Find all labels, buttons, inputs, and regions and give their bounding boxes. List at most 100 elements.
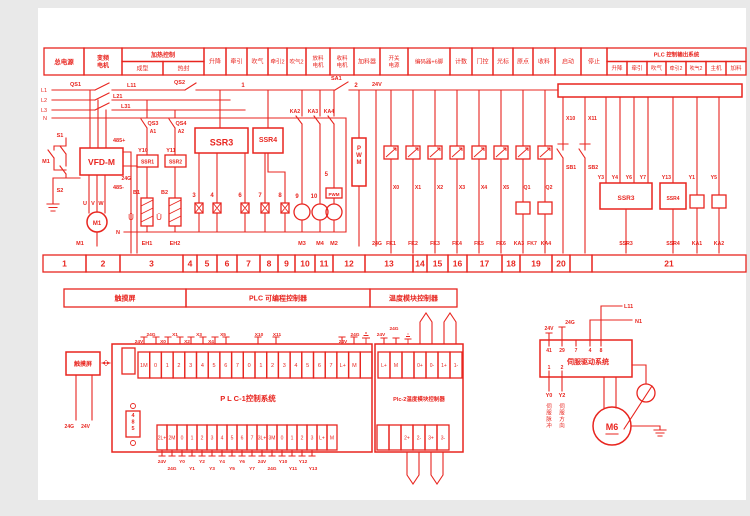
cell-label: 吹气 bbox=[251, 58, 263, 66]
cell-label: 4 bbox=[188, 259, 193, 269]
cell-label: 7 bbox=[251, 435, 254, 441]
cell-label: 门控 bbox=[476, 58, 488, 66]
label: SA1 bbox=[331, 76, 342, 82]
pwm-module bbox=[351, 89, 377, 247]
label: X5 bbox=[503, 185, 509, 191]
cell-label: 6 bbox=[241, 435, 244, 441]
cell-label: 18 bbox=[506, 259, 516, 269]
cell-label: 2 bbox=[177, 363, 180, 369]
label: M1 bbox=[76, 241, 84, 247]
label: N bbox=[116, 230, 120, 236]
cell-label: 1 bbox=[62, 259, 67, 269]
label: 伺服方向 bbox=[559, 402, 565, 430]
label: SSR4 bbox=[666, 241, 680, 247]
cell-label: 温度模块控制器 bbox=[389, 294, 439, 303]
label: Q1 bbox=[524, 185, 531, 191]
label: KA2 bbox=[290, 109, 300, 115]
cell-label: PLC 可编程控制器 bbox=[249, 294, 308, 303]
ssr1-box bbox=[136, 154, 159, 168]
cell-label: 停止 bbox=[588, 58, 600, 66]
cell-label: 1 bbox=[191, 435, 194, 441]
label: Y4 bbox=[612, 175, 618, 181]
label: SSR4 bbox=[666, 196, 679, 202]
cell-label: 3 bbox=[189, 363, 192, 369]
relay-ka4 bbox=[537, 201, 553, 215]
cell-label: 升降 bbox=[611, 64, 623, 72]
plc-bottom-pins bbox=[158, 449, 316, 457]
label: FK3 bbox=[430, 241, 440, 247]
motor-m2 bbox=[325, 203, 343, 221]
label: 10 bbox=[311, 194, 318, 200]
heater-eh2 bbox=[168, 197, 182, 227]
label: FK6 bbox=[496, 241, 506, 247]
label: Y11 bbox=[289, 466, 298, 472]
ssr2-box bbox=[164, 154, 187, 168]
label: L3 bbox=[41, 108, 47, 114]
cell-label: 2M bbox=[169, 435, 176, 441]
pwm-small-box bbox=[325, 187, 343, 199]
label: 485+ bbox=[113, 138, 125, 144]
solenoid-valves bbox=[194, 202, 290, 233]
label: 4 bbox=[589, 348, 592, 354]
cell-label: 4 bbox=[201, 363, 204, 369]
comm-arrow bbox=[102, 360, 110, 366]
label: M6 bbox=[606, 422, 619, 432]
label: X2 bbox=[184, 339, 190, 345]
cell-label: 主机 bbox=[710, 64, 722, 72]
label: Y0 bbox=[546, 393, 553, 399]
switch-contacts bbox=[94, 81, 349, 111]
label: KA1 bbox=[692, 241, 702, 247]
label-char: 伺 bbox=[546, 402, 552, 410]
label: Y6 bbox=[626, 175, 632, 181]
ssr3-box bbox=[194, 127, 249, 154]
label: X0 bbox=[393, 185, 399, 191]
label: 5 bbox=[325, 172, 329, 178]
label: 3 bbox=[192, 193, 196, 199]
label: SSR3 bbox=[210, 138, 234, 148]
label: 8 bbox=[600, 348, 603, 354]
label: SSR4 bbox=[259, 137, 277, 144]
cell-label: 15 bbox=[433, 259, 443, 269]
label: KA4 bbox=[324, 109, 334, 115]
label: Y7 bbox=[249, 466, 255, 472]
label: SSR3 bbox=[619, 241, 633, 247]
cell-label: 5 bbox=[205, 259, 210, 269]
label: L11 bbox=[624, 304, 633, 310]
ground-icon bbox=[404, 333, 412, 344]
label: 伺服驱动系统 bbox=[566, 357, 609, 366]
label: 24V bbox=[135, 339, 144, 345]
cell-label: 7 bbox=[236, 363, 239, 369]
label: L2 bbox=[41, 98, 47, 104]
label: Q2 bbox=[546, 185, 553, 191]
label: FK1 bbox=[386, 241, 396, 247]
label: 485- bbox=[113, 185, 124, 191]
cell-label: 5 bbox=[306, 363, 309, 369]
cell-line1: 变频 bbox=[97, 54, 109, 62]
label: 伺服脉冲 bbox=[546, 402, 552, 430]
label: Y2 bbox=[199, 459, 205, 465]
cell-box bbox=[725, 60, 747, 76]
output-bus bbox=[557, 83, 743, 98]
cell-label: M bbox=[394, 363, 398, 369]
label: X11 bbox=[588, 116, 597, 122]
label: X2 bbox=[437, 185, 443, 191]
label: 1 bbox=[241, 83, 245, 89]
relay-ka2 bbox=[711, 194, 727, 209]
label-char: M bbox=[357, 160, 362, 166]
cell-label: 3+ bbox=[428, 435, 434, 441]
label: 24G bbox=[389, 326, 398, 332]
label-char: 8 bbox=[131, 420, 134, 426]
label: Y0 bbox=[179, 459, 185, 465]
label: VFD-M bbox=[88, 157, 115, 167]
label: 2 bbox=[561, 365, 564, 371]
ssr-main-blocks bbox=[194, 89, 286, 204]
label: SSR2 bbox=[169, 160, 182, 166]
cell-label: L+ bbox=[340, 363, 346, 369]
label: KA3 bbox=[308, 109, 318, 115]
cell-label: 20 bbox=[556, 259, 566, 269]
label: X5 bbox=[220, 332, 226, 338]
label: X3 bbox=[196, 332, 202, 338]
